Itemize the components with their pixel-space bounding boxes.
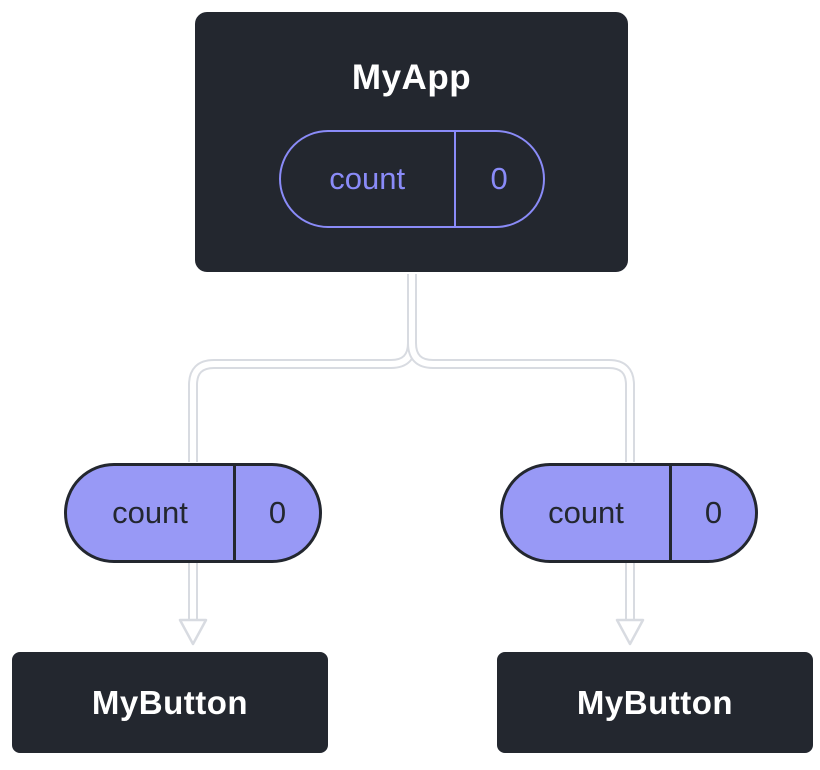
- prop-pill-right-divider: [669, 466, 672, 560]
- prop-pill-left-divider: [233, 466, 236, 560]
- fork-connector-right: [409, 268, 633, 462]
- child-component-title-right: MyButton: [576, 683, 734, 721]
- child-component-node-right: MyButton: [495, 650, 815, 755]
- prop-pill-left-value: 0: [268, 495, 287, 530]
- state-pill-value: 0: [490, 161, 508, 196]
- state-pill-divider: [453, 132, 456, 226]
- fork-connector-left: [190, 268, 415, 462]
- prop-pill-left: count 0: [64, 463, 322, 563]
- prop-pill-right-name: count: [548, 495, 624, 530]
- arrow-down-icon-right: [615, 618, 645, 646]
- child-component-title-left: MyButton: [91, 683, 249, 721]
- root-component-title: MyApp: [351, 58, 472, 97]
- state-pill-name: count: [329, 161, 406, 196]
- root-component-node: MyApp count 0: [193, 10, 630, 274]
- state-pill: count 0: [278, 130, 545, 228]
- prop-pill-right: count 0: [500, 463, 758, 563]
- child-component-node-left: MyButton: [10, 650, 330, 755]
- prop-pill-right-value: 0: [704, 495, 723, 530]
- arrow-down-icon-left: [178, 618, 208, 646]
- prop-pill-left-name: count: [112, 495, 188, 530]
